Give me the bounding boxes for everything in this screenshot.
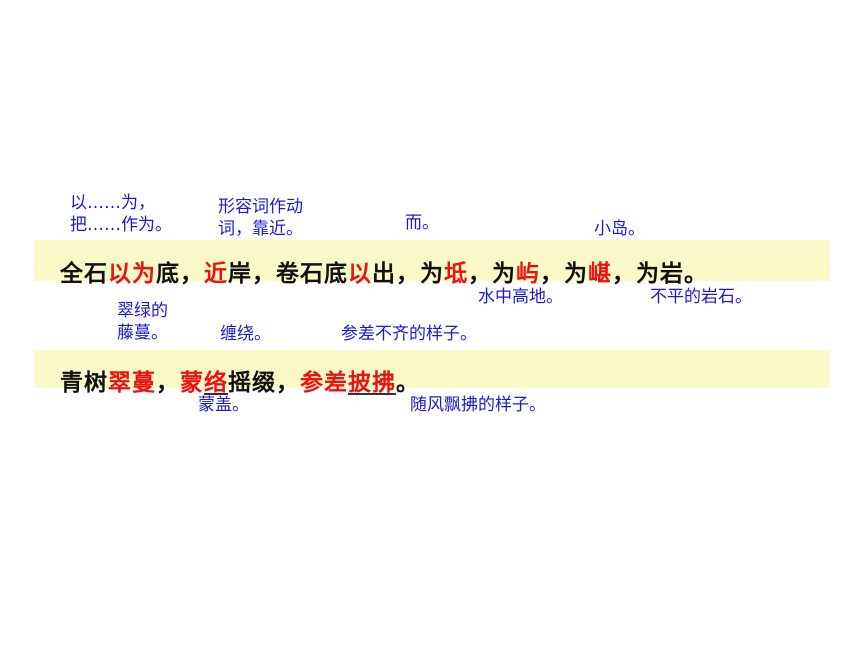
- note-kan: 不平的岩石。: [650, 287, 752, 307]
- note-yiwei: 以……为， 把……作为。: [70, 192, 172, 236]
- note-yu: 小岛。: [594, 219, 645, 239]
- note-jin: 形容词作动 词，靠近。: [218, 196, 303, 240]
- line1-seg1: 全石: [60, 260, 108, 287]
- line2-seg2: ，: [156, 369, 180, 396]
- line2-hl-luo: 络: [204, 369, 228, 396]
- line2-hl-meng: 蒙: [180, 369, 204, 396]
- note-cuiman-line1: 翠绿的: [117, 301, 168, 321]
- line1-hl-kan: 嵁: [588, 260, 612, 287]
- text-line-1: 全石以为底，近岸，卷石底以出，为坻，为屿，为嵁，为岩。: [60, 254, 708, 288]
- line1-seg2: 底，: [156, 260, 204, 287]
- note-yi-er: 而。: [405, 213, 439, 233]
- line1-seg6: ，为: [540, 260, 588, 287]
- line1-seg4: 出，为: [372, 260, 444, 287]
- line2-hl-cenci: 参差: [300, 369, 348, 396]
- note-jin-line1: 形容词作动: [218, 197, 303, 217]
- line2-seg1: 青树: [60, 369, 108, 396]
- note-mengluo-chanrao: 缠绕。: [220, 324, 271, 344]
- line1-hl-yu: 屿: [516, 260, 540, 287]
- note-jin-line2: 词，靠近。: [218, 219, 303, 239]
- note-pifu: 随风飘拂的样子。: [410, 395, 546, 415]
- text-line-2: 青树翠蔓，蒙络摇缀，参差披拂。: [60, 363, 420, 397]
- note-cenci: 参差不齐的样子。: [341, 324, 477, 344]
- note-cuiman: 翠绿的 藤蔓。: [117, 300, 168, 344]
- line1-seg7: ，为岩。: [612, 260, 708, 287]
- line2-seg4: 。: [396, 369, 420, 396]
- line1-hl-jin: 近: [204, 260, 228, 287]
- line2-seg3: 摇缀，: [228, 369, 300, 396]
- note-yiwei-line2: 把……作为。: [70, 215, 172, 235]
- line2-hl-pifu: 披拂: [348, 369, 396, 396]
- line1-seg5: ，为: [468, 260, 516, 287]
- note-cuiman-line2: 藤蔓。: [117, 323, 168, 343]
- note-yiwei-line1: 以……为，: [70, 193, 155, 213]
- line1-hl-yiwei: 以为: [108, 260, 156, 287]
- highlight-band-line1: [34, 240, 830, 281]
- line2-hl-cuiman: 翠蔓: [108, 369, 156, 396]
- line1-seg3: 岸，卷石底: [228, 260, 348, 287]
- line1-hl-yi: 以: [348, 260, 372, 287]
- note-mengluo-menggai: 蒙盖。: [198, 395, 249, 415]
- line1-hl-chi: 坻: [444, 260, 468, 287]
- note-chi: 水中高地。: [478, 287, 563, 307]
- highlight-band-line2: [34, 350, 830, 388]
